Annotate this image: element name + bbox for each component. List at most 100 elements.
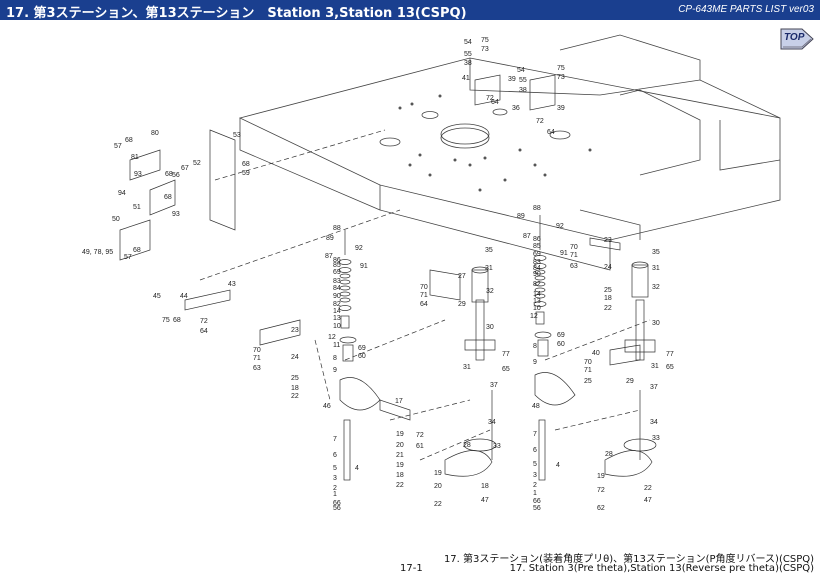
part-callout: 84 xyxy=(333,285,341,292)
part-callout: 21 xyxy=(396,452,404,459)
top-button[interactable]: TOP xyxy=(780,26,814,52)
part-callout: 43 xyxy=(228,281,236,288)
part-callout: 64 xyxy=(200,328,208,335)
part-callout: 85 xyxy=(533,243,541,250)
part-callout: 3 xyxy=(333,475,337,482)
part-callout: 88 xyxy=(533,205,541,212)
part-callout: 64 xyxy=(420,301,428,308)
part-callout: 52 xyxy=(193,160,201,167)
part-callout: 46 xyxy=(323,403,331,410)
part-callout: 90 xyxy=(333,293,341,300)
frame-holes xyxy=(398,94,592,192)
part-callout: 75 xyxy=(162,317,170,324)
leader-lines xyxy=(199,129,651,461)
part-callout: 85 xyxy=(333,262,341,269)
part-callout: 33 xyxy=(493,443,501,450)
part-callout: 9 xyxy=(533,359,537,366)
part-callout: 8 xyxy=(533,343,537,350)
part-callout: 71 xyxy=(584,367,592,374)
part-callout: 82 xyxy=(333,301,341,308)
part-callout: 19 xyxy=(597,473,605,480)
part-callout: 63 xyxy=(570,263,578,270)
part-callout: 31 xyxy=(652,265,660,272)
part-callout: 69 xyxy=(358,345,366,352)
part-callout: 75 xyxy=(481,37,489,44)
part-callout: 3 xyxy=(533,472,537,479)
part-callout: 84 xyxy=(533,265,541,272)
part-callout: 91 xyxy=(560,250,568,257)
part-callout: 56 xyxy=(333,505,341,512)
part-callout: 73 xyxy=(481,46,489,53)
part-callout: 41 xyxy=(462,75,470,82)
part-callout: 51 xyxy=(133,204,141,211)
part-callout: 4 xyxy=(556,462,560,469)
part-callout: 14 xyxy=(333,308,341,315)
part-callout: 7 xyxy=(533,431,537,438)
top-arrow-icon xyxy=(780,28,814,50)
part-callout: 6 xyxy=(533,447,537,454)
part-callout: 54 xyxy=(464,39,472,46)
part-callout: 28 xyxy=(605,451,613,458)
part-callout: 82 xyxy=(533,281,541,288)
part-callout: 71 xyxy=(420,292,428,299)
part-callout: 48 xyxy=(532,403,540,410)
part-callout: 34 xyxy=(650,419,658,426)
part-callout: 34 xyxy=(488,419,496,426)
part-callout: 88 xyxy=(333,225,341,232)
part-callout: 19 xyxy=(396,431,404,438)
top-button-label: TOP xyxy=(784,32,805,43)
part-callout: 13 xyxy=(333,315,341,322)
part-callout: 40 xyxy=(592,350,600,357)
part-callout: 30 xyxy=(652,320,660,327)
part-callout: 69 xyxy=(557,332,565,339)
part-callout: 56 xyxy=(172,172,180,179)
part-callout: 35 xyxy=(485,247,493,254)
part-callout: 55 xyxy=(464,51,472,58)
part-callout: 1 xyxy=(333,491,337,498)
part-callout: 31 xyxy=(463,364,471,371)
part-callout: 77 xyxy=(502,351,510,358)
part-callout: 83 xyxy=(533,259,541,266)
part-callout: 72 xyxy=(200,318,208,325)
part-callout: 39 xyxy=(557,105,565,112)
part-callout: 93 xyxy=(172,211,180,218)
part-callout: 47 xyxy=(644,497,652,504)
part-callout: 27 xyxy=(458,273,466,280)
part-callout: 44 xyxy=(180,293,188,300)
part-callout: 31 xyxy=(651,363,659,370)
part-callout: 22 xyxy=(396,482,404,489)
part-callout: 60 xyxy=(557,341,565,348)
part-callout: 35 xyxy=(652,249,660,256)
part-callout: 36 xyxy=(512,105,520,112)
part-callout: 24 xyxy=(291,354,299,361)
shafts-and-gears xyxy=(119,74,657,477)
part-callout: 1 xyxy=(533,490,537,497)
part-callout: 12 xyxy=(530,313,538,320)
page-number: 17-1 xyxy=(400,563,423,574)
part-callout: 72 xyxy=(536,118,544,125)
part-callout: 93 xyxy=(134,171,142,178)
part-callout: 86 xyxy=(533,236,541,243)
part-callout: 55 xyxy=(519,77,527,84)
part-callout: 68 xyxy=(242,161,250,168)
part-callout: 56 xyxy=(533,505,541,512)
part-callout: 33 xyxy=(652,435,660,442)
part-callout: 31 xyxy=(485,265,493,272)
part-callout: 47 xyxy=(481,497,489,504)
part-callout: 12 xyxy=(328,334,336,341)
part-callout: 89 xyxy=(517,213,525,220)
part-callout: 62 xyxy=(597,505,605,512)
part-callout: 5 xyxy=(333,465,337,472)
part-callout: 7 xyxy=(333,436,337,443)
part-callout: 59 xyxy=(242,170,250,177)
part-callout: 68 xyxy=(164,194,172,201)
part-callout: 20 xyxy=(396,442,404,449)
part-callout: 29 xyxy=(626,378,634,385)
part-callout: 64 xyxy=(491,99,499,106)
part-callout: 13 xyxy=(533,298,541,305)
part-callout: 22 xyxy=(644,485,652,492)
part-callout: 66 xyxy=(333,500,341,507)
part-callout: 68 xyxy=(173,317,181,324)
part-callout: 4 xyxy=(355,465,359,472)
